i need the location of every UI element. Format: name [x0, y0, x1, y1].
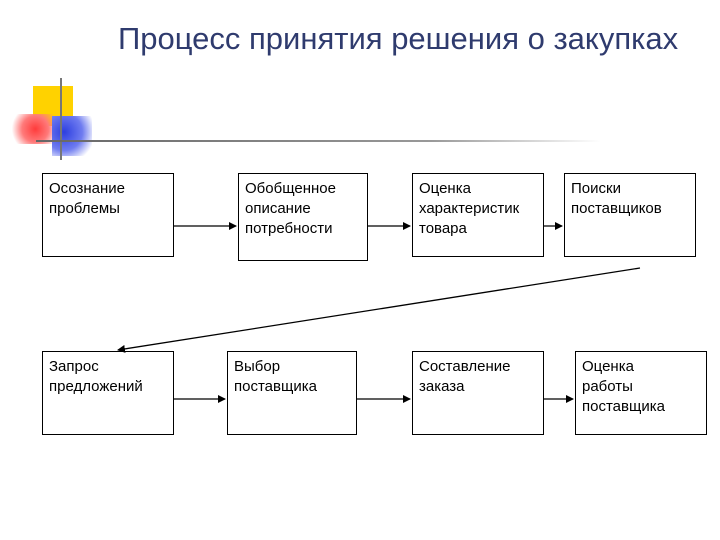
- step-supplier-performance-box: Оценка работы поставщика: [575, 351, 707, 435]
- arrow-4-to-5: [117, 267, 641, 353]
- step-proposal-request-box: Запрос предложений: [42, 351, 174, 435]
- step-product-evaluation-box: Оценка характеристик товара: [412, 173, 544, 257]
- decor-red-square: [10, 114, 56, 144]
- step-supplier-choice-box: Выбор поставщика: [227, 351, 357, 435]
- page-title: Процесс принятия решения о закупках: [118, 21, 679, 56]
- step-need-description-box: Обобщенное описание потребности: [238, 173, 368, 261]
- decor-blue-square: [52, 116, 92, 156]
- step-awareness-box: Осознание проблемы: [42, 173, 174, 257]
- step-order-composition-box: Составление заказа: [412, 351, 544, 435]
- step-supplier-search-box: Поиски поставщиков: [564, 173, 696, 257]
- title-underline: [36, 140, 601, 142]
- decor-vertical-line: [60, 78, 62, 160]
